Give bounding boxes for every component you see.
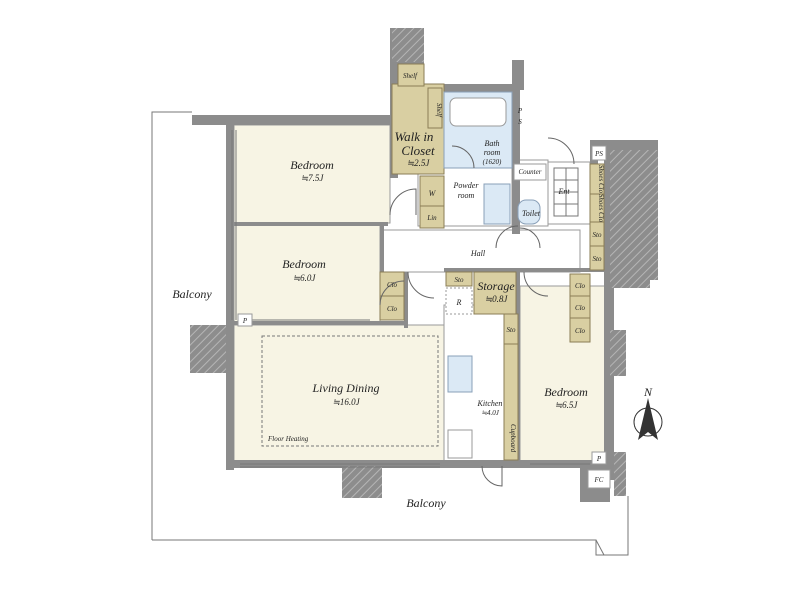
p-bedroom-3-label: P (596, 455, 602, 463)
hall-storage (445, 271, 473, 287)
toilet-label: Toilet (522, 209, 541, 218)
cupboard (503, 343, 519, 461)
kitchen-area: ≒4.0J (481, 409, 500, 417)
floor-areas (233, 124, 611, 463)
ps-box (591, 145, 607, 161)
floor-heating-area (261, 335, 439, 447)
fc-label: FC (594, 476, 604, 484)
shelf-side (427, 87, 443, 129)
bedroom-1-label: Bedroom (290, 158, 334, 172)
storage-area: ≒0.8J (485, 294, 509, 304)
ps-box-label: PS (594, 150, 603, 158)
powder-room-label-2: room (458, 191, 475, 200)
walk-in-area: ≒2.5J (407, 158, 431, 168)
living-dining-area: ≒16.0J (332, 397, 360, 407)
walk-in-label-1: Walk in (395, 129, 434, 144)
p-box-bedroom-3 (591, 451, 607, 465)
fc-box (587, 469, 611, 489)
bedroom-3-area: ≒6.5J (555, 400, 579, 410)
entrance-storage-2 (589, 245, 605, 271)
door-swings (379, 137, 575, 487)
bedroom-3-closet-1-label: Clo (575, 282, 586, 290)
living-dining-label: Living Dining (311, 381, 379, 395)
bedroom-1-floor (233, 124, 391, 224)
shelf-top-label: Shelf (403, 72, 418, 80)
storage-label: Storage (477, 279, 515, 293)
ps-p-label: P (517, 107, 523, 115)
windows (231, 130, 590, 468)
balcony-west-label: Balcony (172, 287, 212, 301)
refrigerator (445, 287, 473, 315)
storage-room (473, 271, 517, 315)
entrance-storage-2-label: Sto (593, 255, 602, 263)
kitchen-sink (447, 355, 473, 393)
north-label: N (643, 385, 653, 399)
shelf-top (397, 63, 425, 87)
hatched-columns (190, 28, 658, 498)
bedroom-2-closet-2 (379, 295, 405, 321)
bedroom-3-closet-3 (569, 317, 591, 343)
bedroom-3-label: Bedroom (544, 385, 588, 399)
refrigerator-label: R (456, 298, 462, 307)
p-living-label: P (242, 317, 248, 325)
north-arrow: N (633, 385, 663, 440)
bedroom-2-closet-2-label: Clo (387, 305, 398, 313)
powder-room-label-1: Powder (453, 181, 480, 190)
hall-label: Hall (470, 249, 486, 258)
bathtub (449, 97, 507, 127)
toilet-fixture (517, 199, 541, 225)
entrance-label: Ent (557, 187, 570, 196)
bedroom-1-area: ≒7.5J (301, 173, 325, 183)
lin-label: Lin (426, 214, 437, 222)
kitchen-label: Kitchen (477, 399, 503, 408)
counter (513, 163, 547, 181)
bedroom-2-closet-1-label: Clo (387, 281, 398, 289)
ps-s-label: S (518, 118, 522, 126)
kitchen-stove (447, 429, 473, 459)
balcony-outline (151, 111, 629, 556)
balcony-south-label: Balcony (406, 496, 446, 510)
bedroom-3-floor (519, 285, 611, 463)
walk-in-label-2: Closet (401, 143, 435, 158)
bathroom-label-2: room (484, 148, 501, 157)
bedroom-3-closet-2-label: Clo (575, 304, 586, 312)
living-dining-floor (233, 324, 445, 462)
entrance-tiles (553, 167, 579, 217)
bedroom-2-label: Bedroom (282, 257, 326, 271)
entrance-floor (547, 161, 591, 225)
entrance-storage-1-label: Sto (593, 231, 602, 239)
shoes-closet-2-label: Shoes Clo (597, 194, 605, 223)
vanity (483, 183, 511, 225)
w-label: W (429, 189, 437, 198)
linen-closet (419, 205, 445, 229)
bathroom-label-1: Bath (484, 139, 499, 148)
bedroom-2-area: ≒6.0J (293, 273, 317, 283)
shoes-closet-1-label: Shoes Clo (597, 165, 605, 194)
north-arrow-icon (638, 398, 658, 440)
p-box-living (237, 313, 253, 327)
floor-heating-label: Floor Heating (267, 435, 309, 443)
bathroom-size: (1620) (483, 158, 502, 166)
shelf-side-label: Shelf (435, 103, 443, 118)
hall-storage-label: Sto (455, 276, 464, 284)
counter-label: Counter (519, 168, 542, 176)
kitchen-storage-label: Sto (507, 326, 516, 334)
bedroom-3-closet-3-label: Clo (575, 327, 586, 335)
cupboard-label: Cupboard (509, 424, 517, 453)
